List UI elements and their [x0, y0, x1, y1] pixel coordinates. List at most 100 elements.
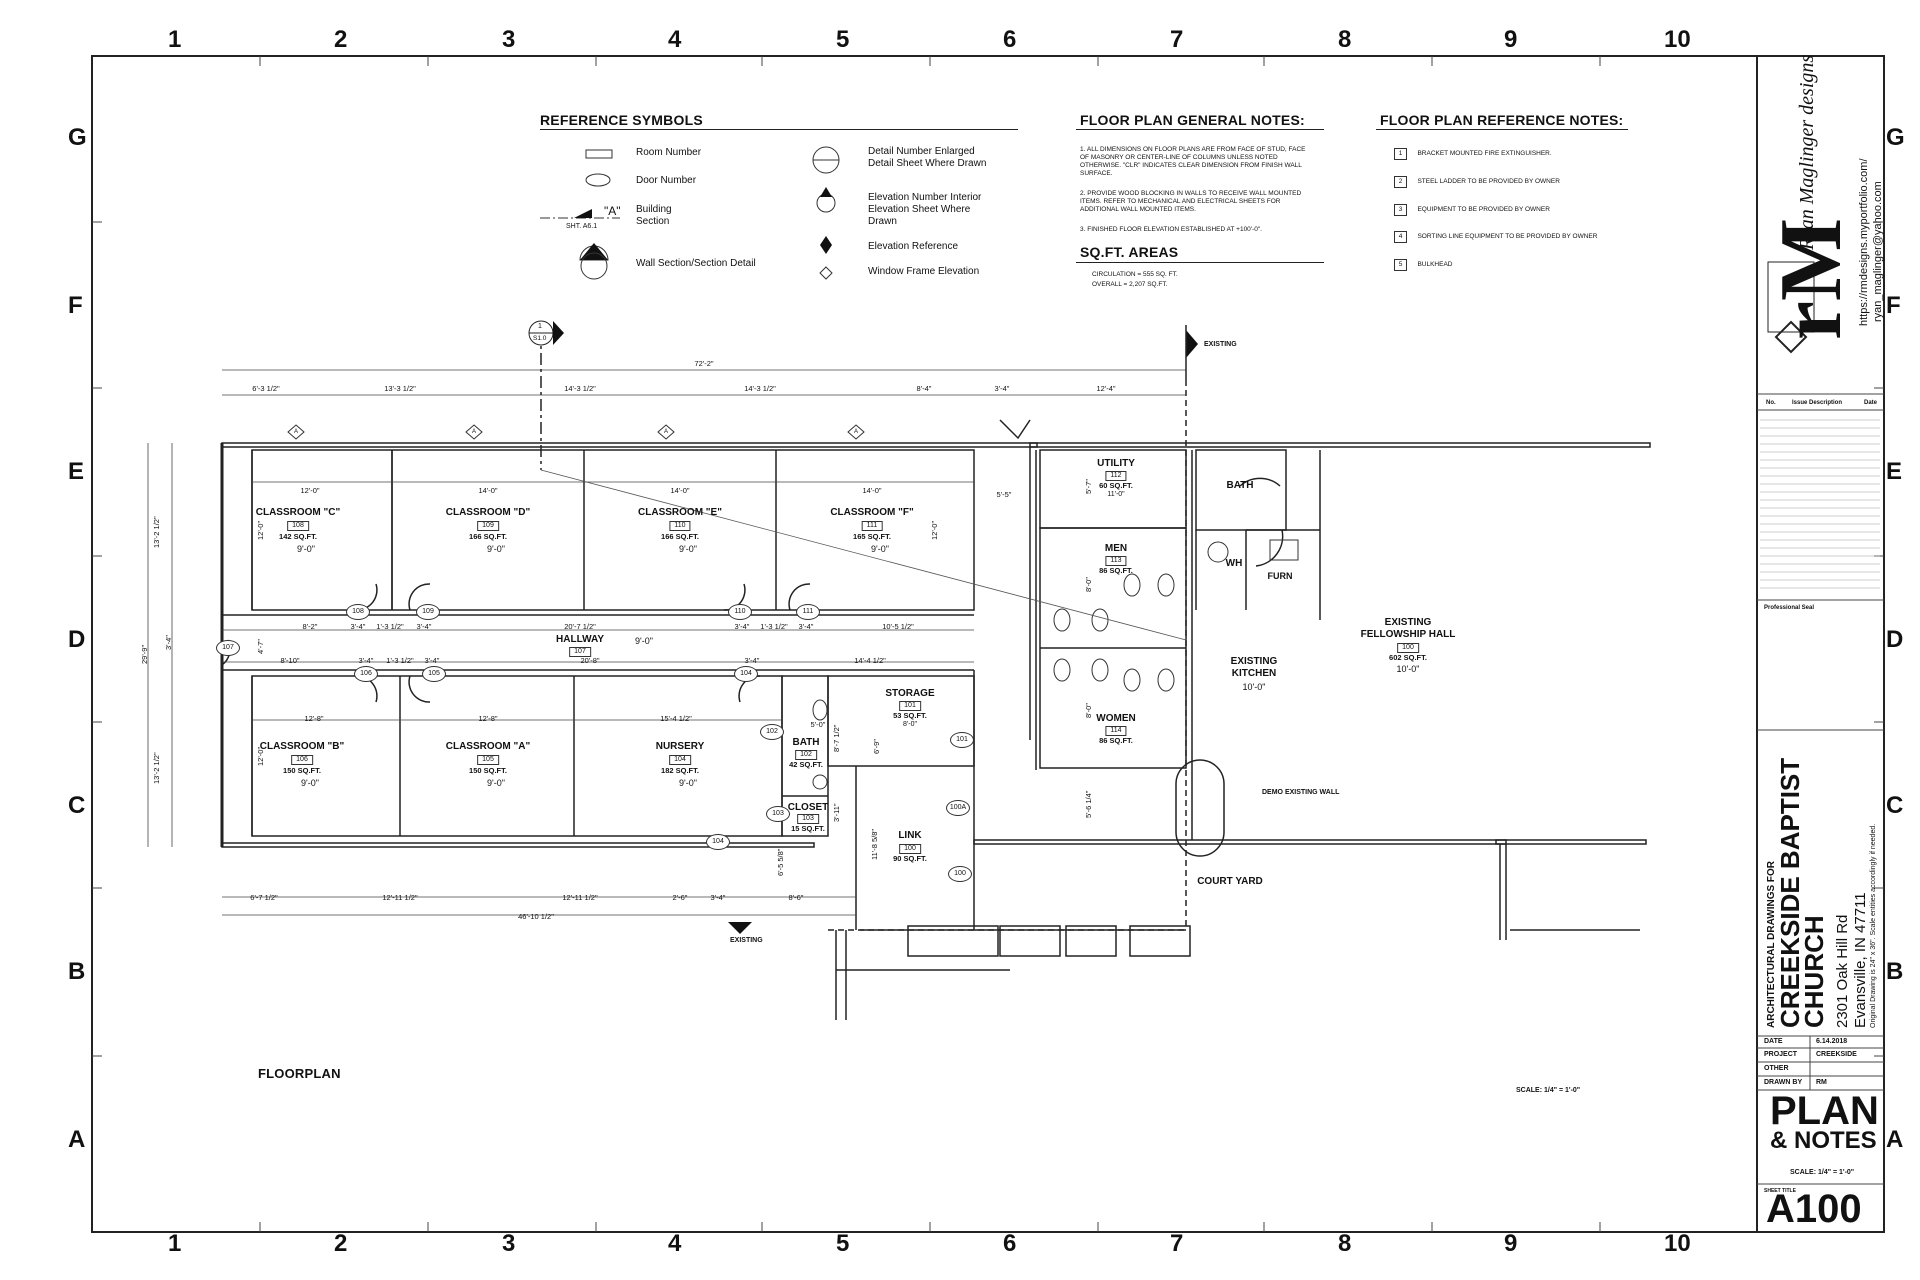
ref-building-section-mark: "A": [604, 204, 621, 218]
general-note-2: 2. PROVIDE WOOD BLOCKING IN WALLS TO REC…: [1080, 190, 1302, 213]
ref-detail-number: Detail Number Enlarged Detail Sheet Wher…: [868, 146, 987, 169]
room-bath-existing: BATH: [1226, 480, 1254, 491]
room-area: 166 SQ.FT.: [661, 532, 699, 541]
door-tag-106: 106: [354, 666, 378, 682]
dim-lower-room-width: 12'-8": [304, 714, 324, 723]
field-value-drawn-by: RM: [1816, 1079, 1827, 1086]
dim-room-width: 14'-0": [862, 486, 882, 495]
grid-col-7-bottom: 7: [1170, 1230, 1184, 1257]
reference-notes-rule: [1376, 129, 1628, 130]
room-classroom-e: CLASSROOM "E": [638, 507, 722, 518]
room-area: 142 SQ.FT.: [279, 532, 317, 541]
section-number: 1: [538, 323, 542, 330]
room-area: 86 SQ.FT.: [1099, 736, 1133, 745]
general-note-3: 3. FINISHED FLOOR ELEVATION ESTABLISHED …: [1080, 226, 1262, 233]
room-area: 53 SQ.FT.: [893, 711, 927, 720]
dim-room-width: 14'-0": [670, 486, 690, 495]
field-label-project: PROJECT: [1764, 1051, 1798, 1058]
sqft-areas-rule: [1076, 262, 1324, 263]
room-number-tag: 114: [1105, 726, 1127, 736]
note-text: BULKHEAD: [1417, 261, 1453, 268]
dim-hall-bottom: 3'-4": [424, 656, 440, 665]
note-text: SORTING LINE EQUIPMENT TO BE PROVIDED BY…: [1417, 233, 1598, 240]
room-ceiling-height: 10'-0": [1242, 682, 1266, 692]
room-classroom-a: CLASSROOM "A": [445, 741, 531, 752]
room-closet: CLOSET: [787, 802, 829, 813]
dim-hall-top: 3'-4": [350, 622, 366, 631]
dim-hall-bottom: 3'-4": [358, 656, 374, 665]
rev-header-date: Date: [1864, 400, 1878, 406]
note-num-box: 3: [1394, 204, 1407, 216]
grid-row-d: D: [68, 626, 86, 653]
door-tag-108: 108: [346, 604, 370, 620]
demo-wall-label: DEMO EXISTING WALL: [1262, 789, 1340, 796]
room-number-tag: 112: [1105, 471, 1127, 481]
room-ceiling-height: 9'-0": [679, 544, 697, 554]
grid-row-b: B: [68, 958, 86, 985]
room-ceiling-height: 9'-0": [635, 636, 653, 646]
dim-bottom: 8'-6": [788, 893, 804, 902]
dim-top: 14'-3 1/2": [744, 384, 776, 393]
designer-website: https://rmdesigns.myportfolio.com/: [1858, 158, 1870, 326]
note-num-box: 5: [1394, 259, 1407, 271]
grid-col-4: 4: [668, 26, 682, 53]
ref-door-number: Door Number: [636, 175, 697, 186]
grid-col-2: 2: [334, 26, 348, 53]
room-number-tag: 106: [291, 755, 313, 765]
dim-hall-bottom: 14'-4 1/2": [854, 656, 886, 665]
sheet-name-plan: PLAN: [1770, 1089, 1879, 1133]
room-court-yard: COURT YARD: [1197, 876, 1263, 887]
rev-header-no: No.: [1766, 400, 1776, 406]
sqft-areas-title: SQ.FT. AREAS: [1080, 244, 1179, 260]
grid-col-8: 8: [1338, 26, 1352, 53]
door-tag-110: 110: [728, 604, 752, 620]
dim-room-width: 14'-0": [478, 486, 498, 495]
floorplan-scale: SCALE: 1/4" = 1'-0": [1516, 1087, 1581, 1094]
window-tag: A: [294, 429, 299, 435]
dim-room-width: 12'-0": [300, 486, 320, 495]
ref-window-frame-elevation: Window Frame Elevation: [868, 266, 980, 277]
reference-symbols-rule: [540, 129, 1018, 130]
grid-col-7: 7: [1170, 26, 1184, 53]
window-tag: A: [472, 429, 477, 435]
room-number-tag: 100: [1397, 643, 1419, 653]
overall-area: OVERALL = 2,207 SQ.FT.: [1092, 281, 1168, 288]
floor-plan-drawing: [147, 320, 1651, 1020]
dim-hall-bottom: 1'-3 1/2": [386, 656, 414, 665]
dim-overall-bottom: 46'-10 1/2": [518, 912, 554, 921]
room-area: 166 SQ.FT.: [469, 532, 507, 541]
room-classroom-c: CLASSROOM "C": [255, 507, 341, 518]
room-area: 182 SQ.FT.: [661, 766, 699, 775]
note-num-box: 1: [1394, 148, 1407, 160]
grid-col-9-bottom: 9: [1504, 1230, 1518, 1257]
dim-bottom: 12'-11 1/2": [562, 893, 598, 902]
room-hallway: HALLWAY: [556, 634, 604, 645]
dim-bottom: 6'-7 1/2": [250, 893, 278, 902]
grid-col-6-bottom: 6: [1003, 1230, 1017, 1257]
room-furnace: FURN: [1267, 571, 1293, 581]
door-tag-102: 102: [760, 724, 784, 740]
room-area: 60 SQ.FT.: [1099, 481, 1133, 490]
dim-hall-top: 3'-4": [416, 622, 432, 631]
field-value-date: 6.14.2018: [1816, 1038, 1848, 1045]
dim-top: 6'-3 1/2": [252, 384, 280, 393]
window-tag: A: [664, 429, 669, 435]
dim-hall-bottom: 8'-10": [280, 656, 300, 665]
grid-row-c: C: [68, 792, 86, 819]
general-notes-title: FLOOR PLAN GENERAL NOTES:: [1080, 112, 1305, 128]
title-block-lines: [1757, 261, 1884, 1185]
room-number-tag: 105: [477, 755, 499, 765]
dim-bottom: 3'-4": [710, 893, 726, 902]
floorplan-title: FLOORPLAN: [258, 1066, 341, 1081]
room-women: WOMEN: [1096, 713, 1136, 724]
grid-col-6: 6: [1003, 26, 1017, 53]
grid-row-b-right: B: [1886, 958, 1904, 985]
dim-hall-top: 3'-4": [734, 622, 750, 631]
grid-row-c-right: C: [1886, 792, 1904, 819]
door-tag-111: 111: [796, 604, 820, 620]
dim-bottom: 2'-6": [672, 893, 688, 902]
ref-wall-section: Wall Section/Section Detail: [636, 258, 756, 269]
designer-signature: Ryan Maglinger designs: [1796, 54, 1818, 250]
reference-note: 4 SORTING LINE EQUIPMENT TO BE PROVIDED …: [1394, 225, 1597, 243]
field-value-project: CREEKSIDE: [1816, 1051, 1857, 1058]
